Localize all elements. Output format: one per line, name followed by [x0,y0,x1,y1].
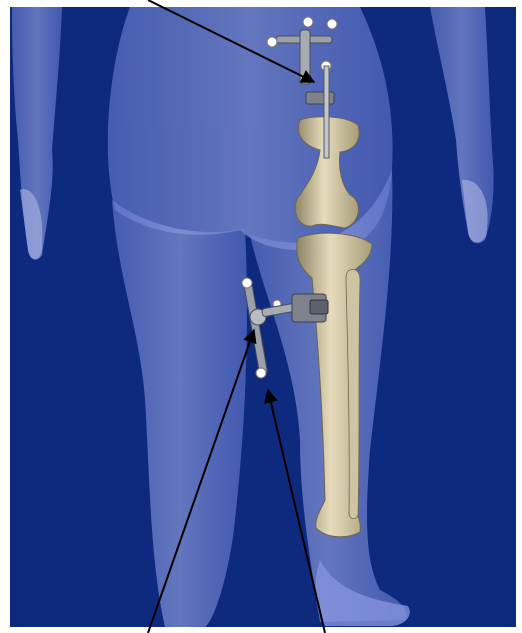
surgical-navigation-figure [0,0,522,633]
